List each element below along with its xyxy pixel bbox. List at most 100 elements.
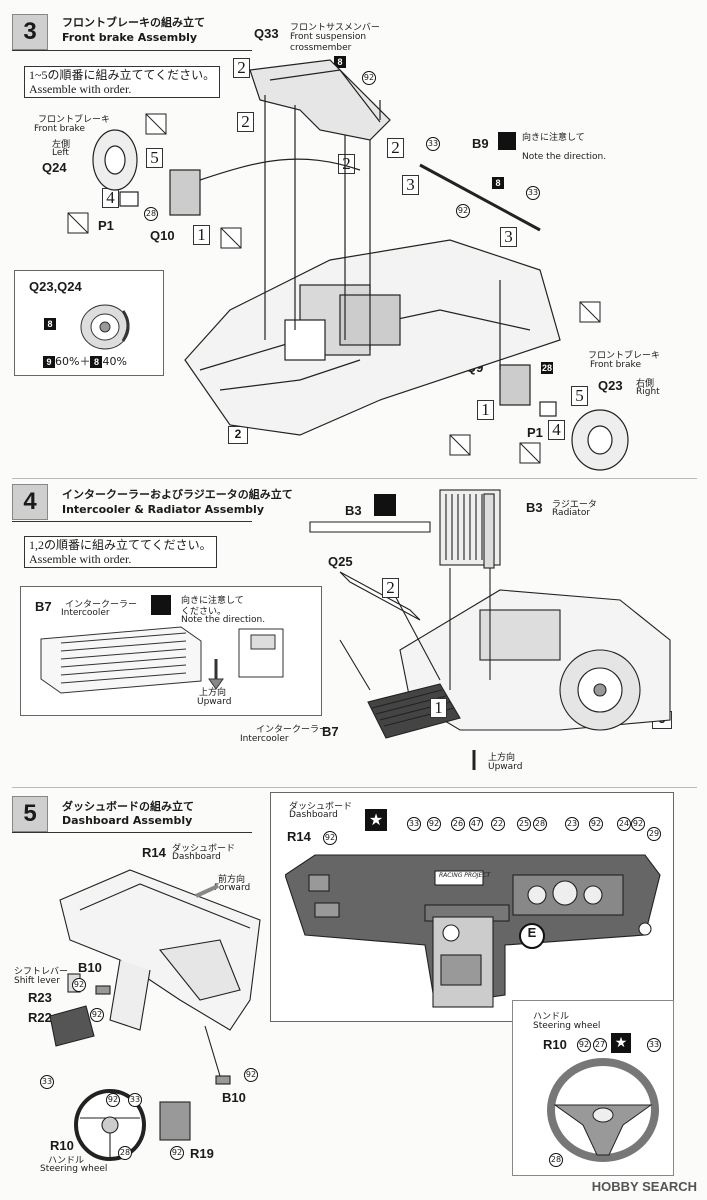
code-8-inset: 8 (44, 318, 56, 330)
code-92-r22: 92 (90, 1008, 104, 1022)
step3-title-en: Front brake Assembly (62, 31, 198, 44)
step3-title-jp: フロントブレーキの組み立て (62, 16, 205, 29)
p1-right-label: P1 (527, 425, 543, 440)
racing-project-logo: RACING PROJECT (439, 872, 491, 879)
order-num-4b: 4 (548, 420, 565, 440)
step4-divider (12, 478, 697, 479)
panel-sw-en: Steering wheel (533, 1021, 601, 1031)
right-en: Right (636, 387, 660, 397)
step4-order-en: Assemble with order. (29, 552, 132, 566)
r10-label: R10 (50, 1138, 74, 1153)
mix-60: 60%＋ (55, 355, 91, 368)
front-brake-left-en: Front brake (34, 124, 85, 134)
star-icon: ★ (365, 809, 387, 831)
code-8-q33: 8 (334, 56, 346, 68)
order-num-5b: 5 (571, 386, 588, 406)
panel-sw-92: 92 (577, 1038, 591, 1052)
code-92-b10b: 92 (244, 1068, 258, 1082)
ic-dir-jp: 向きに注意して (181, 596, 244, 606)
pc-29: 29 (647, 827, 661, 841)
ic-inset-jp: インタークーラー (65, 600, 138, 610)
r23-label: R23 (28, 990, 52, 1005)
q33-label: Q33 (254, 26, 279, 41)
step3-number: 3 (12, 14, 48, 50)
code-33-b9: 33 (426, 137, 440, 151)
sw-en: Steering wheel (40, 1164, 108, 1174)
dash-jp: ダッシュボード (172, 844, 236, 854)
p1-left-label: P1 (98, 218, 114, 233)
b3a-label: B3 (345, 503, 362, 518)
paint-code-9: 9 (43, 356, 55, 368)
dashboard-drawing (285, 854, 661, 1008)
caution-icon (151, 595, 171, 615)
ic-dir-en: Note the direction. (181, 615, 266, 625)
code-33-sw: 33 (128, 1093, 142, 1107)
order-num-2a: 2 (233, 58, 250, 78)
left-en: Left (52, 148, 69, 158)
q33-en2: crossmember (290, 43, 352, 53)
b3-diagonal-icon (374, 494, 396, 516)
front-brake-right-en: Front brake (590, 360, 641, 370)
step5-rule (12, 832, 252, 833)
ic-dir-jp2: ください。 (181, 607, 227, 617)
forward-jp: 前方向 (218, 875, 246, 885)
panel-r10-label: R10 (543, 1037, 567, 1052)
panel-sw-28: 28 (549, 1153, 563, 1167)
upward2-en: Upward (488, 762, 523, 772)
step4-rule (12, 521, 252, 522)
q33-en1: Front suspension (290, 32, 367, 42)
code-92-q33: 92 (362, 71, 376, 85)
left-jp: 左側 (52, 140, 71, 150)
r19-label: R19 (190, 1146, 214, 1161)
pc-92b: 92 (589, 817, 603, 831)
code-28-sw: 28 (118, 1146, 132, 1160)
b10-label: B10 (78, 960, 102, 975)
panel-sw-27: 27 (593, 1038, 607, 1052)
hobby-search-watermark: HOBBY SEARCH (591, 1179, 697, 1194)
step5-illustration (49, 869, 261, 1161)
step4-order-note: 1,2の順番に組み立ててください。 Assemble with order. (24, 536, 217, 568)
dash-en: Dashboard (172, 852, 221, 862)
pc-22: 22 (491, 817, 505, 831)
sw-jp: ハンドル (48, 1156, 85, 1166)
intercooler-inset: B7 インタークーラー Intercooler 向きに注意して ください。 No… (20, 586, 322, 716)
q25-label: Q25 (328, 554, 353, 569)
sw-star-icon: ★ (611, 1033, 631, 1053)
code-33-r22: 33 (40, 1075, 54, 1089)
inset-title: Q23,Q24 (29, 279, 82, 294)
panel-r14-label: R14 (287, 829, 311, 844)
steering-wheel-drawing (547, 1058, 659, 1162)
step5-title-jp: ダッシュボードの組み立て (62, 800, 194, 813)
caution-icon (498, 132, 516, 150)
step3-illustration (67, 59, 629, 471)
order-num-3a: 3 (402, 175, 419, 195)
brake-disc-icon (80, 304, 130, 350)
step5-number: 5 (12, 796, 48, 832)
b7-label: B7 (322, 724, 339, 739)
pc-24: 24 (617, 817, 631, 831)
pc-28: 28 (533, 817, 547, 831)
panel-dash-jp: ダッシュボード (289, 802, 353, 812)
step5-divider (12, 787, 697, 788)
pc-92c: 92 (631, 817, 645, 831)
pc-92a: 92 (427, 817, 441, 831)
code-92-b10: 92 (72, 978, 86, 992)
order-num-2b: 2 (237, 112, 254, 132)
panel-sw-33: 33 (647, 1038, 661, 1052)
q10-label: Q10 (150, 228, 175, 243)
upward-en: Upward (197, 697, 232, 707)
step3-order-en: Assemble with order. (29, 82, 132, 96)
code-28-q9: 28 (541, 362, 553, 374)
front-brake-right-jp: フロントブレーキ (588, 351, 661, 361)
code-92-r19: 92 (170, 1146, 184, 1160)
code-8-b9: 8 (492, 177, 504, 189)
step4-number: 4 (12, 484, 48, 520)
b9-dir-jp: 向きに注意して (522, 133, 585, 143)
order-num-3b: 3 (500, 227, 517, 247)
r22-label: R22 (28, 1010, 52, 1025)
order-num-1b: 1 (477, 400, 494, 420)
q33-jp: フロントサスメンバー (290, 23, 380, 33)
order-num-1a: 1 (193, 225, 210, 245)
pc-23: 23 (565, 817, 579, 831)
